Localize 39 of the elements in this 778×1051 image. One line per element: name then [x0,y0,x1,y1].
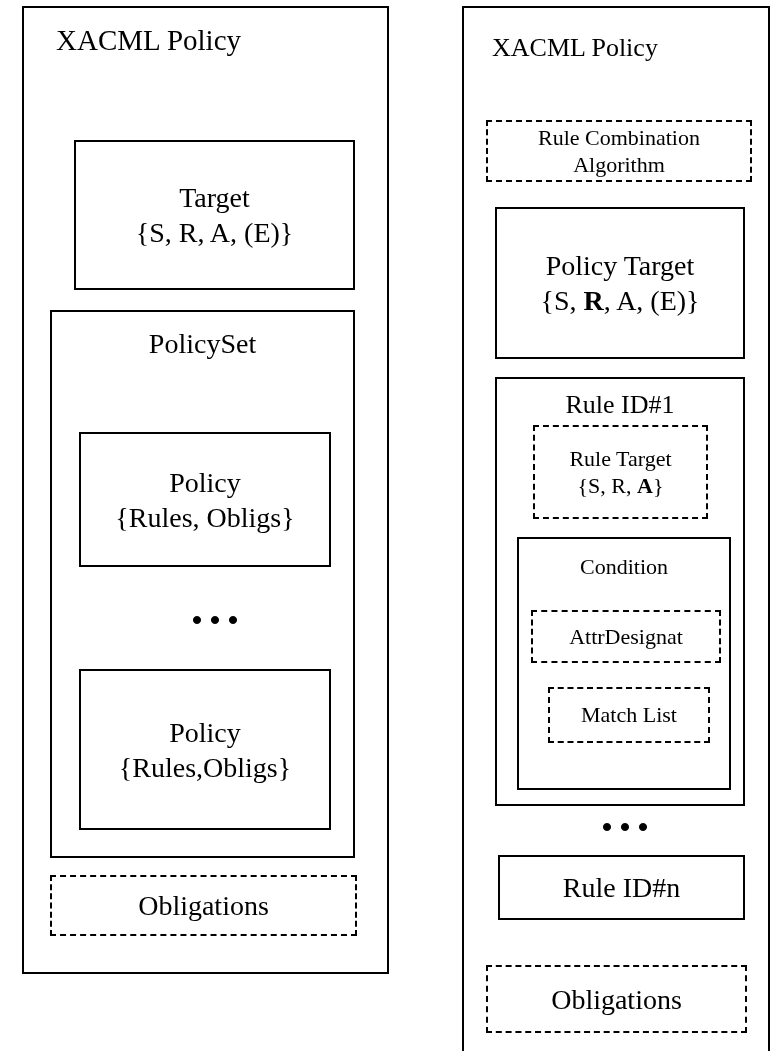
box-subtitle: {S, R, A, (E)} [540,284,700,318]
box-title: XACML Policy [56,23,243,58]
container-box [79,432,331,567]
ellipsis-dots: • • • [190,605,240,635]
container-box [495,377,745,806]
box-subtitle: {S, R, A} [577,472,664,500]
dashed-box [486,120,752,182]
box-title: AttrDesignat [569,622,683,651]
container-box [517,537,731,790]
container-box [74,140,355,290]
box-subtitle: {Rules, Obligs} [115,500,295,535]
box-title: Rule ID#n [562,871,681,905]
container-box [498,855,745,920]
box-title: Target [179,181,250,215]
dashed-box [533,425,708,519]
box-title: XACML Policy [492,32,659,64]
container-box [50,310,355,858]
dashed-box [486,965,747,1033]
ellipsis-dots: • • • [600,812,650,842]
container-box [495,207,745,359]
container-box [79,669,331,830]
box-title: Policy [169,715,241,750]
box-title: Policy [169,465,241,500]
box-subtitle: {Rules,Obligs} [118,750,292,785]
dashed-box [50,875,357,936]
box-title: Rule Target [569,444,672,472]
box-title: Condition [579,553,669,581]
box-title: Rule ID#1 [564,389,676,421]
dashed-box [548,687,710,743]
box-title: PolicySet [147,327,258,361]
box-title: Policy Target [545,249,695,283]
box-subtitle: {S, R, A, (E)} [135,216,294,250]
dashed-box [531,610,721,663]
container-box [462,6,770,1051]
box-title: Obligations [551,982,682,1017]
box-title: Rule Combination Algorithm [537,123,701,179]
box-title: Match List [581,701,677,729]
container-box [22,6,389,974]
box-title: Obligations [138,889,269,923]
